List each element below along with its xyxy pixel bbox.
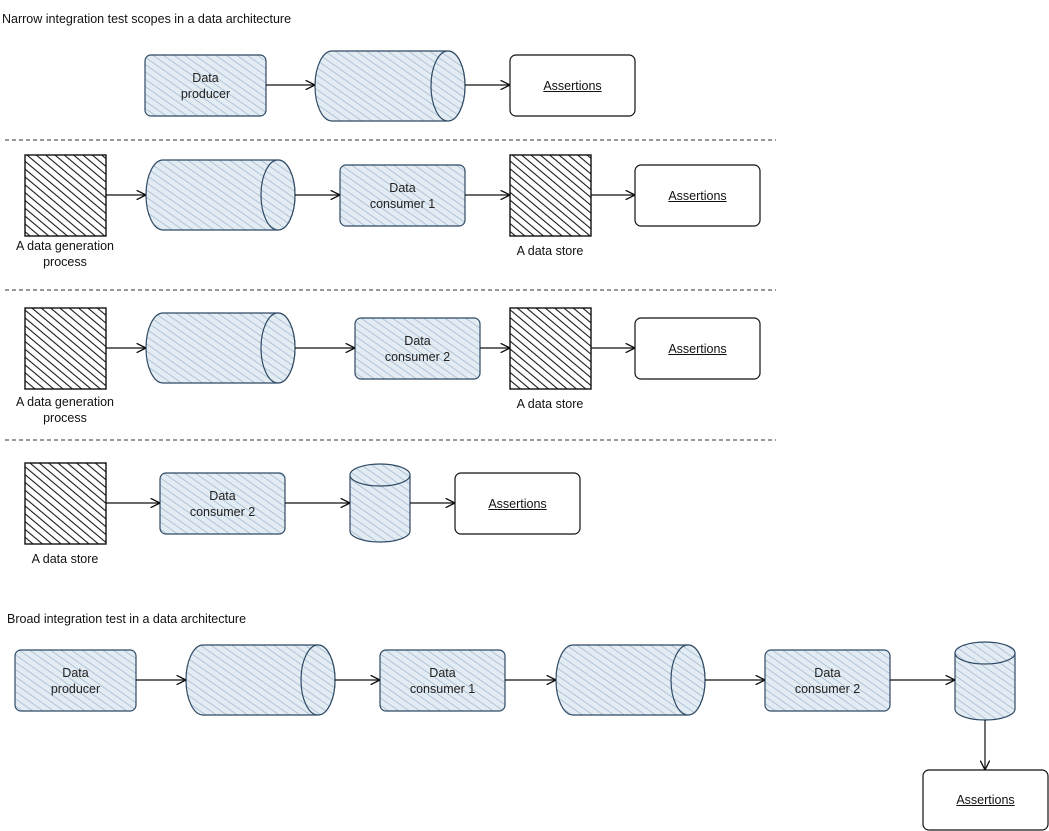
pipe-icon [314, 50, 466, 122]
data-producer-label: Data producer [180, 70, 231, 101]
assertions-label: Assertions [543, 78, 602, 93]
assertions-box [454, 472, 581, 535]
pipe-icon [145, 159, 296, 231]
database-icon [349, 463, 411, 543]
data-store-caption: A data store [31, 552, 99, 566]
data-generation-process-caption: A data generation process [16, 239, 114, 269]
assertions-label: Assertions [956, 793, 1015, 807]
data-generation-process-caption: A data generation process [16, 395, 114, 425]
assertions-label: Assertions [488, 496, 547, 511]
assertions-label: Assertions [668, 341, 727, 356]
pipe-icon [185, 644, 336, 716]
narrow-section-title: Narrow integration test scopes in a data… [2, 12, 292, 26]
pipe-icon [555, 644, 706, 716]
database-icon [954, 641, 1016, 721]
assertions-box [634, 164, 761, 227]
data-consumer-1-label: Data consumer 1 [369, 180, 436, 211]
data-generation-process-square [24, 307, 107, 390]
data-store-square [509, 307, 592, 390]
data-generation-process-square [24, 154, 107, 237]
data-producer-label: Data producer [50, 665, 101, 696]
row-4 [24, 462, 581, 545]
data-consumer-1-label: Data consumer 1 [409, 665, 476, 696]
broad-row [14, 641, 1049, 831]
assertions-label: Assertions [668, 188, 727, 203]
row-1 [144, 50, 636, 122]
data-consumer-2-label: Data consumer 2 [384, 333, 451, 364]
data-store-caption: A data store [516, 397, 584, 411]
data-consumer-2-label: Data consumer 2 [794, 665, 861, 696]
row-3 [24, 307, 761, 390]
section-separators [5, 139, 776, 441]
assertions-box [509, 54, 636, 117]
pipe-icon [145, 312, 296, 384]
broad-section-title: Broad integration test in a data archite… [7, 612, 247, 626]
data-store-square [509, 154, 592, 237]
data-consumer-2-label: Data consumer 2 [189, 488, 256, 519]
assertions-box [922, 769, 1049, 831]
assertions-box [634, 317, 761, 380]
data-store-square [24, 462, 107, 545]
row-2 [24, 154, 761, 237]
data-store-caption: A data store [516, 244, 584, 258]
